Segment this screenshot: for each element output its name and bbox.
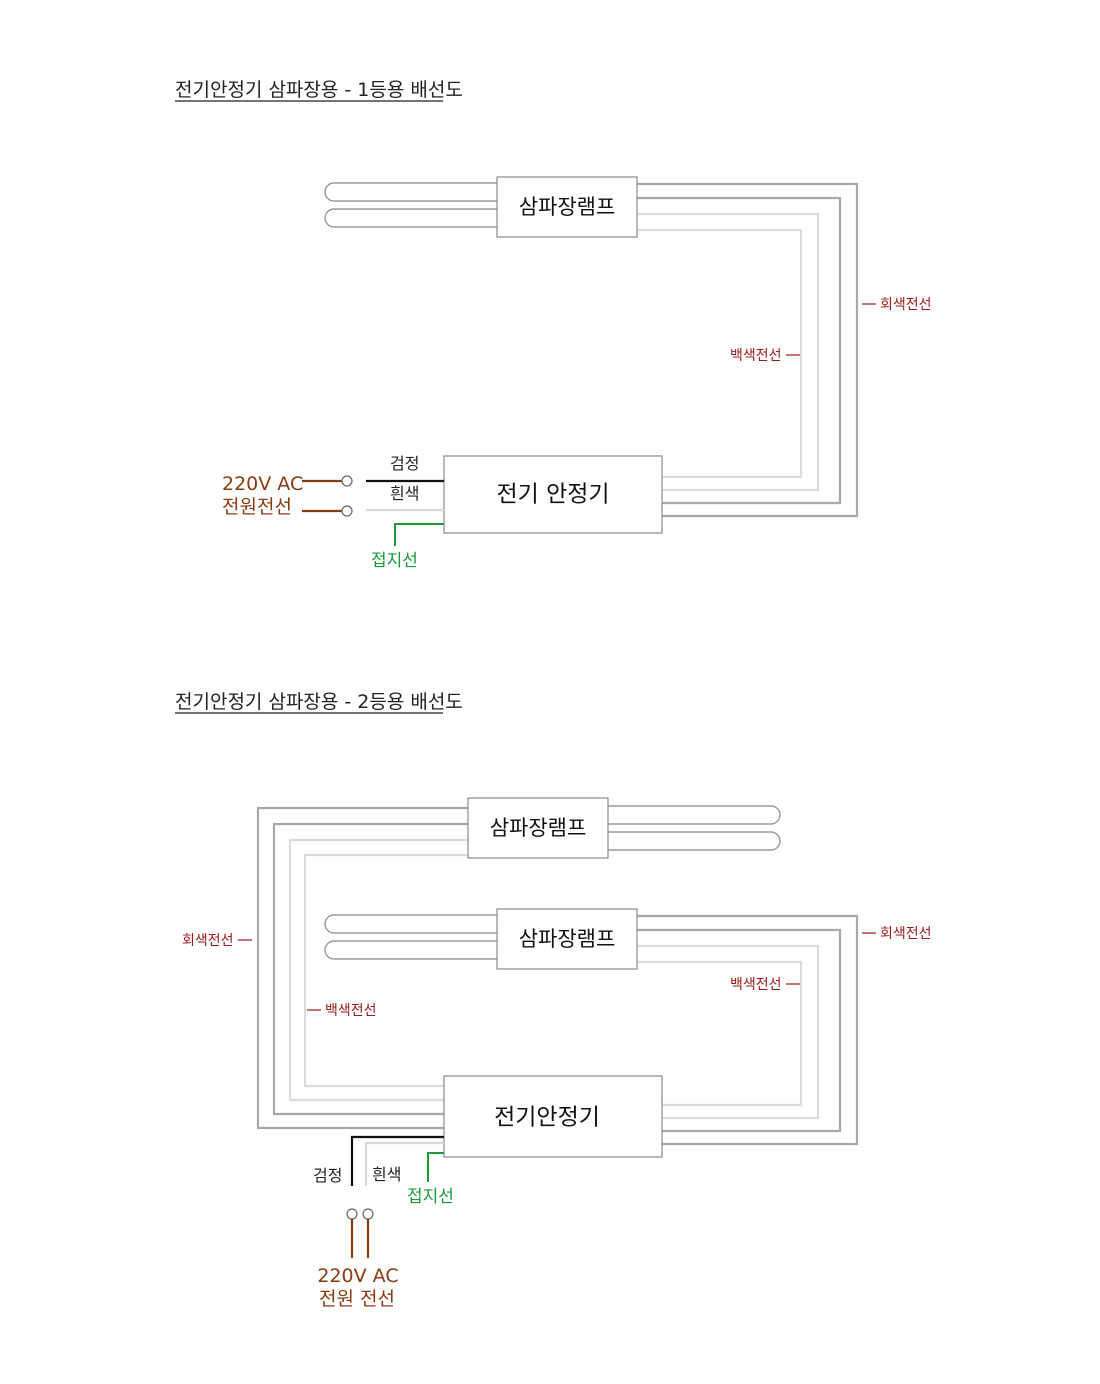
black-wire-label-2: 검정 (313, 1166, 342, 1185)
ballast-box-2 (443, 1075, 663, 1158)
left-gray-wire-inner (272, 822, 468, 1116)
right-gray-wire-inner (637, 928, 842, 1133)
left-white-wire-outer (288, 838, 468, 1102)
gray-wire-inner (637, 196, 842, 505)
left-gray-wire-label: 회색전선 (182, 933, 234, 949)
right-white-wire-label: 백색전선 (730, 977, 782, 993)
diagram-2: 전기안정기 삼파장용 - 2등용 배선도 삼파장램프 삼파장램프 회색전선 백색… (175, 691, 932, 1310)
ground-wire-2 (427, 1152, 444, 1182)
power-label-2-line1: 220V AC (317, 1265, 398, 1287)
diagram-1: 전기안정기 삼파장용 - 1등용 배선도 삼파장램프 회색전선 백색전선 전기 … (175, 79, 932, 571)
power-terminal-1 (341, 475, 353, 487)
ground-wire-label-2: 접지선 (407, 1187, 454, 1207)
left-white-wire-inner (303, 853, 468, 1088)
lamp1-label: 삼파장램프 (490, 816, 587, 840)
white-wire-input-label: 흰색 (390, 484, 419, 503)
lamp-label: 삼파장램프 (519, 195, 616, 219)
power-terminal-2b (362, 1208, 374, 1220)
ground-wire-label: 접지선 (371, 551, 418, 571)
black-wire-2 (350, 1135, 444, 1186)
white-wire-2 (364, 1141, 444, 1186)
right-white-wire-outer (637, 944, 820, 1120)
right-white-wire-inner (637, 960, 803, 1107)
power-label-2-line2: 전원 전선 (319, 1288, 395, 1310)
lamp-box (496, 176, 638, 238)
ground-wire (394, 523, 444, 546)
white-wire-inner (637, 228, 803, 479)
right-gray-wire-label: 회색전선 (880, 926, 932, 942)
white-wire-label: 백색전선 (730, 348, 782, 364)
lamp2-label: 삼파장램프 (519, 927, 616, 951)
gray-wire-outer (637, 182, 859, 518)
right-gray-wire-outer (637, 914, 859, 1146)
black-wire-label: 검정 (390, 454, 419, 473)
lamp1-box (467, 797, 609, 859)
ballast-label: 전기 안정기 (496, 482, 609, 508)
lamp2-box (496, 908, 638, 970)
power-terminal-2a (346, 1208, 358, 1220)
diagram-1-title: 전기안정기 삼파장용 - 1등용 배선도 (175, 79, 463, 101)
left-white-wire-label: 백색전선 (325, 1003, 377, 1019)
ballast-box (443, 455, 663, 534)
white-wire-input-label-2: 흰색 (372, 1165, 401, 1184)
ballast-label-2: 전기안정기 (494, 1105, 600, 1131)
power-label-line1: 220V AC (222, 473, 303, 495)
white-wire-outer (637, 212, 820, 492)
power-label-line2: 전원전선 (222, 496, 292, 518)
left-gray-wire-outer (256, 806, 468, 1130)
power-terminal-2 (341, 505, 353, 517)
diagram-2-title: 전기안정기 삼파장용 - 2등용 배선도 (175, 691, 463, 713)
gray-wire-label: 회색전선 (880, 297, 932, 313)
